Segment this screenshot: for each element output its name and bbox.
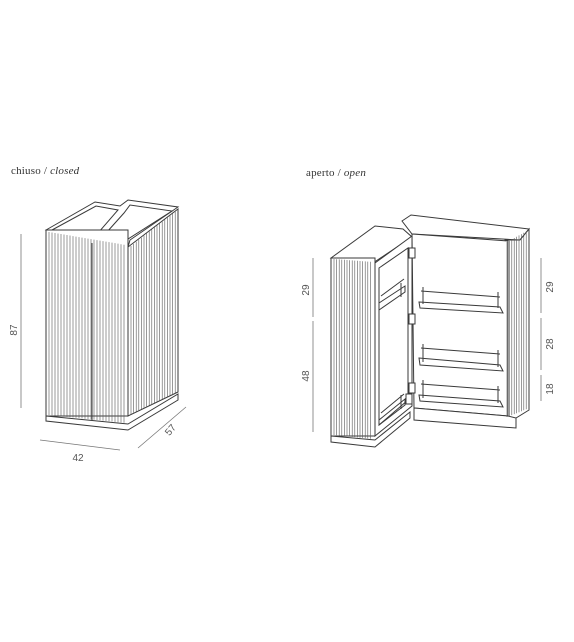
caption-open-it: aperto [306, 167, 335, 179]
closed-height-label: 87 [9, 324, 20, 336]
open-right-middle-label: 28 [545, 338, 556, 350]
door-front-face [330, 257, 376, 437]
open-interior-shelves [378, 247, 504, 427]
caption-closed-sep: / [40, 165, 51, 177]
rail-lower [420, 380, 501, 403]
caption-open-en: open [343, 167, 367, 179]
caption-closed-en: closed [50, 165, 80, 177]
door-base [330, 410, 411, 448]
shelf-upper [418, 301, 504, 314]
door-inner-face [374, 235, 413, 438]
door-rail-upper [380, 278, 405, 297]
open-body-side [504, 227, 530, 419]
caption-closed: chiuso / closed [11, 165, 79, 177]
open-left-upper-label: 29 [301, 284, 312, 296]
open-body-interior [411, 233, 509, 417]
closed-base [45, 393, 179, 431]
closed-width-line [39, 439, 121, 451]
open-right-upper-label: 29 [545, 281, 556, 293]
hinge-bottom [408, 382, 416, 394]
closed-width-label: 42 [72, 453, 84, 464]
open-cabinet-drawing [329, 214, 530, 448]
shelf-middle [418, 357, 504, 372]
closed-front-face [45, 229, 129, 417]
door-rail-lower [380, 393, 405, 414]
open-base [413, 407, 517, 429]
open-dimension-lines [312, 258, 542, 432]
hinge-middle [408, 313, 416, 325]
closed-side-face [127, 207, 179, 417]
closed-dimension-lines [20, 234, 187, 451]
shelf-lower [418, 394, 504, 408]
open-left-lower-label: 48 [301, 370, 312, 382]
closed-depth-line [137, 406, 187, 449]
caption-closed-it: chiuso [11, 165, 41, 177]
door-shelf-lower [378, 397, 406, 427]
hinge-top [408, 247, 416, 259]
open-right-lower-label: 18 [545, 383, 556, 395]
hinge-bottom-2 [405, 393, 413, 405]
closed-cabinet-drawing [44, 199, 180, 431]
caption-open-sep: / [334, 167, 344, 179]
rail-middle [420, 344, 501, 367]
caption-open: aperto / open [306, 167, 366, 179]
rail-upper [420, 287, 501, 308]
door-shelf-upper [378, 285, 406, 311]
